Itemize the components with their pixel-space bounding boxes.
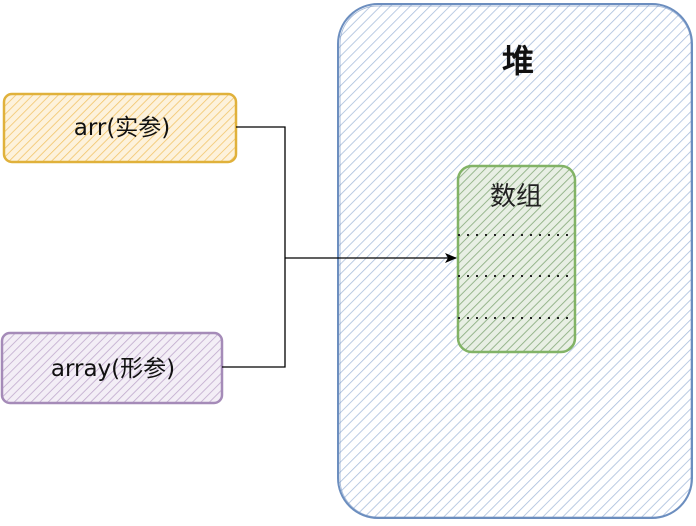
- heap-label: 堆: [501, 42, 534, 80]
- edge-formal-to-array: [222, 258, 286, 368]
- edge-actual-to-array: [236, 126, 286, 258]
- formal-param-node[interactable]: [0, 331, 224, 405]
- formal-param-label: array(形参): [50, 356, 176, 382]
- actual-param-label: arr(实参): [73, 115, 171, 141]
- array-node[interactable]: [456, 164, 577, 354]
- actual-param-node[interactable]: [2, 92, 238, 164]
- array-label: 数组: [489, 182, 542, 212]
